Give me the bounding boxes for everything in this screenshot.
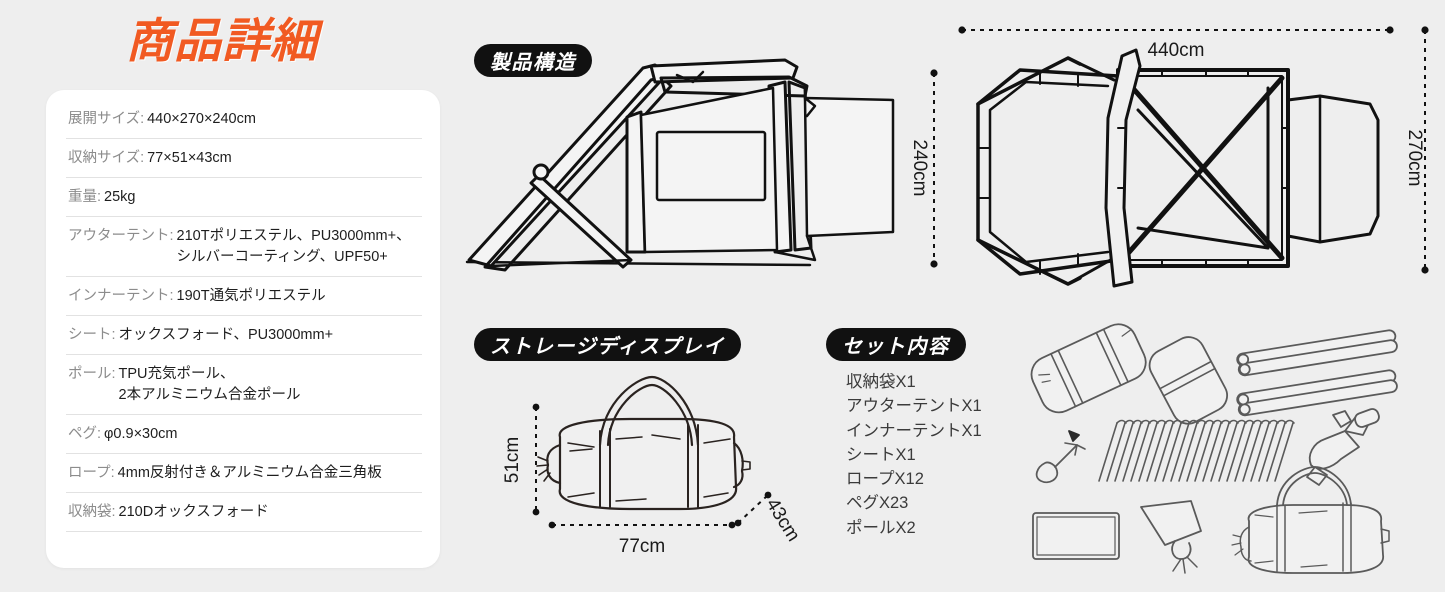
list-item: シートX1 — [846, 445, 916, 464]
badge-product-structure: 製品構造 — [474, 44, 592, 77]
dimension-label-77: 77cm — [619, 536, 665, 557]
dimension-label-51: 51cm — [502, 437, 523, 483]
spec-value: 440×270×240cm — [147, 111, 256, 127]
peg-row-icon — [1098, 419, 1295, 482]
spec-value: 210Tポリエステル、PU3000mm+、 シルバーコーティング、UPF50+ — [176, 228, 411, 265]
rope-coil-icon — [1035, 430, 1086, 484]
spec-row: ロープ: 4mm反射付き＆アルミニウム合金三角板 — [66, 454, 422, 493]
product-structure-illustration — [455, 20, 915, 295]
list-item: アウターテントX1 — [846, 397, 982, 416]
spec-label: インナーテント: — [68, 288, 174, 304]
spec-label: ペグ: — [68, 426, 102, 442]
dimension-line-right-height — [1421, 26, 1429, 274]
dimension-line-storage-height — [532, 403, 540, 516]
spec-row: インナーテント: 190T通気ポリエステル — [66, 277, 422, 316]
list-item: ポールX2 — [846, 518, 916, 537]
spec-label: 重量: — [68, 189, 102, 205]
carry-bag-icon — [1231, 466, 1390, 574]
dimension-line-storage-width — [548, 521, 736, 529]
ground-sheet-icon — [1032, 512, 1120, 560]
badge-set-contents: セット内容 — [826, 328, 966, 361]
spec-value: 190T通気ポリエステル — [176, 288, 326, 304]
spec-table-card: 展開サイズ: 440×270×240cm 収納サイズ: 77×51×43cm 重… — [46, 90, 440, 568]
storage-dimension-illustration: 51cm 77cm 43cm — [490, 365, 820, 580]
spec-value: φ0.9×30cm — [104, 426, 178, 442]
spec-label: 展開サイズ: — [68, 111, 145, 127]
spec-label: 収納袋: — [68, 504, 116, 520]
badge-storage-display: ストレージディスプレイ — [474, 328, 741, 361]
spec-label: アウターテント: — [68, 228, 174, 244]
spec-row: シート: オックスフォード、PU3000mm+ — [66, 316, 422, 355]
spec-value: TPU充気ポール、 2本アルミニウム合金ポール — [118, 366, 301, 403]
repair-strap-icon — [1140, 500, 1202, 574]
spec-value: 77×51×43cm — [147, 150, 232, 166]
outer-tent-bundle-icon — [1030, 323, 1147, 414]
list-item: ロープX12 — [846, 470, 924, 489]
spec-row: 収納サイズ: 77×51×43cm — [66, 139, 422, 178]
dimension-label-240: 240cm — [909, 139, 930, 196]
spec-row: 重量: 25kg — [66, 178, 422, 217]
spec-value: 210Dオックスフォード — [118, 504, 269, 520]
dimension-label-270: 270cm — [1404, 129, 1425, 186]
air-pump-icon — [1306, 408, 1380, 486]
list-item: インナーテントX1 — [846, 421, 982, 440]
top-view-dimension-illustration: 440cm 240cm 270cm — [900, 8, 1445, 298]
list-item: ペグX23 — [846, 494, 909, 513]
dimension-label-440: 440cm — [1147, 40, 1204, 61]
spec-label: 収納サイズ: — [68, 150, 145, 166]
dimension-label-43: 43cm — [761, 495, 803, 546]
spec-value: オックスフォード、PU3000mm+ — [118, 327, 334, 343]
pole-bundle-icon — [1236, 329, 1398, 417]
spec-label: ポール: — [68, 366, 116, 382]
inner-tent-bundle-icon — [1148, 336, 1228, 425]
spec-row: アウターテント: 210Tポリエステル、PU3000mm+、 シルバーコーティン… — [66, 217, 422, 277]
set-contents-illustration — [1015, 315, 1445, 585]
spec-value: 4mm反射付き＆アルミニウム合金三角板 — [117, 465, 382, 481]
page-title: 商品詳細 — [126, 14, 318, 67]
spec-label: シート: — [68, 327, 116, 343]
dimension-line-left-height — [930, 69, 938, 268]
spec-value: 25kg — [104, 189, 136, 205]
spec-row: ポール: TPU充気ポール、 2本アルミニウム合金ポール — [66, 355, 422, 415]
dimension-line-storage-depth — [734, 491, 772, 527]
spec-row: 展開サイズ: 440×270×240cm — [66, 100, 422, 139]
dimension-line-width — [958, 26, 1394, 34]
spec-label: ロープ: — [68, 465, 115, 481]
spec-row: 収納袋: 210Dオックスフォード — [66, 493, 422, 532]
set-contents-list: 収納袋X1 アウターテントX1 インナーテントX1 シートX1 ロープX12 ペ… — [846, 370, 1026, 540]
list-item: 収納袋X1 — [846, 373, 916, 391]
spec-row: ペグ: φ0.9×30cm — [66, 415, 422, 454]
